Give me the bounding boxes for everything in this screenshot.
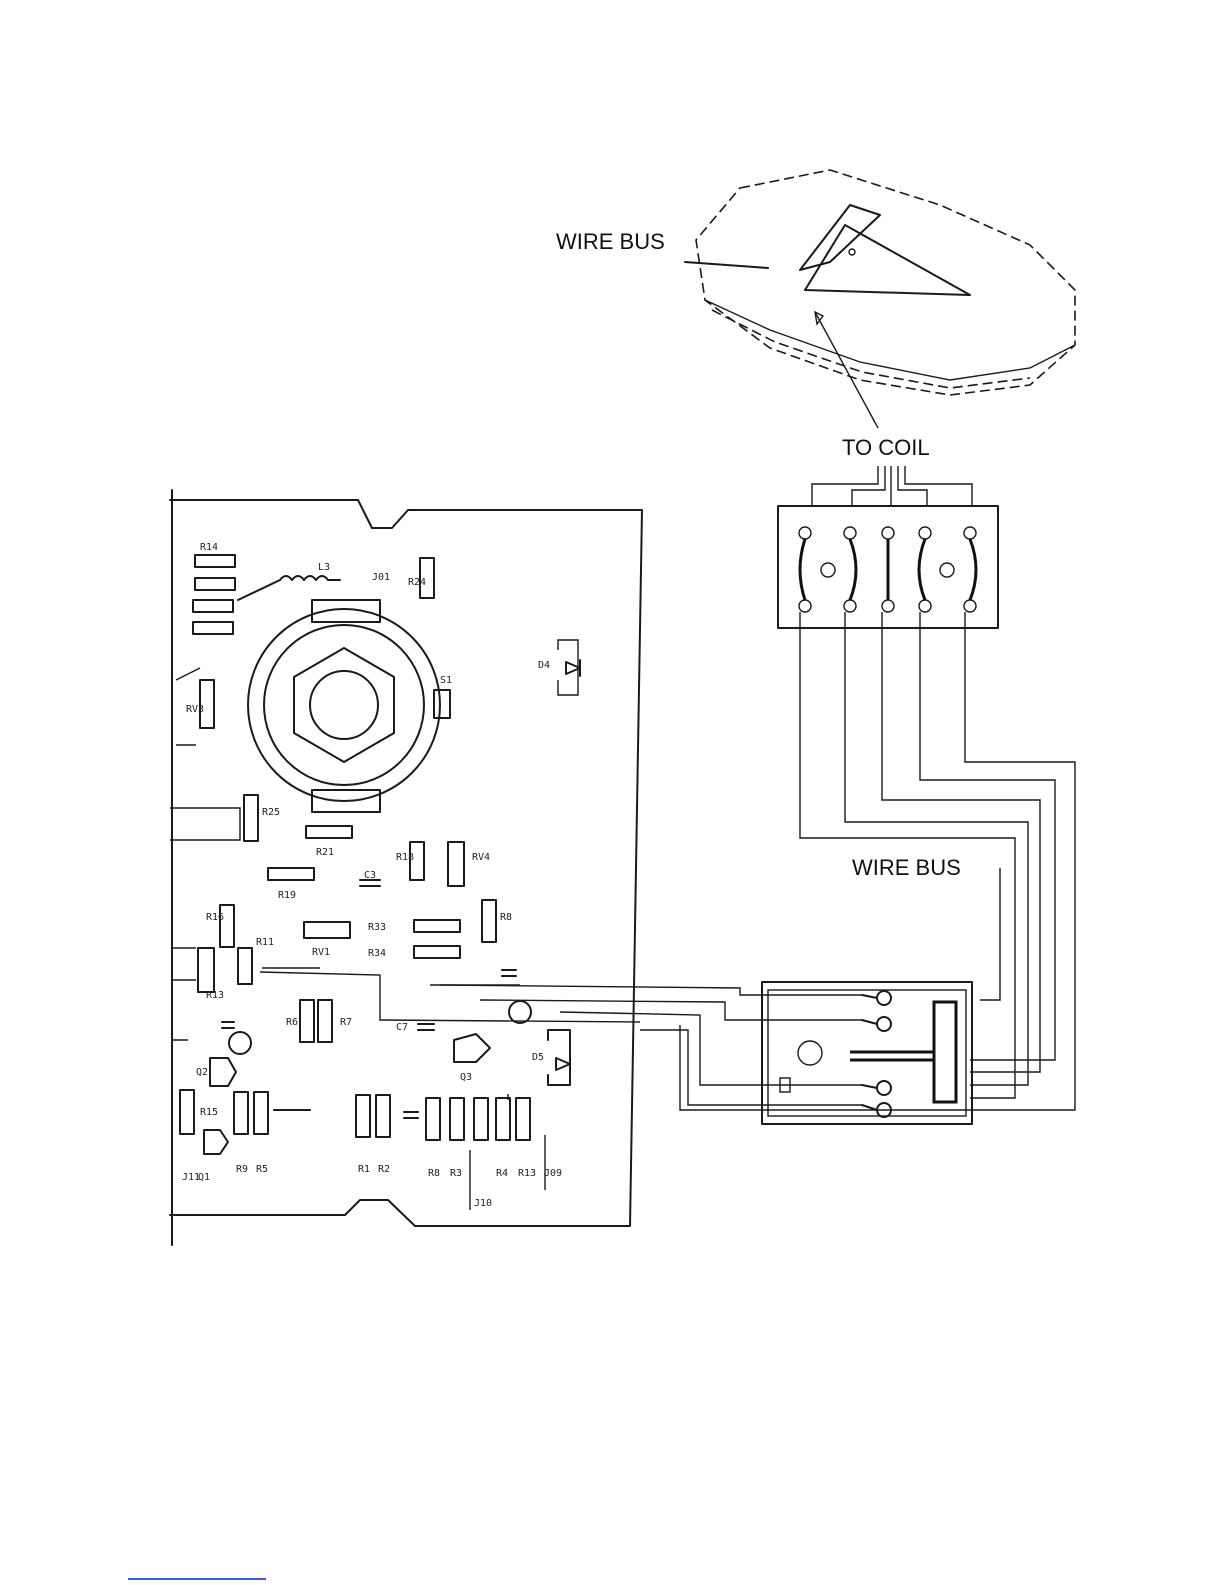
svg-text:J01: J01: [372, 572, 390, 583]
svg-text:R1: R1: [358, 1164, 370, 1175]
lower-connector-block: [762, 982, 972, 1124]
svg-text:R34: R34: [368, 948, 386, 959]
svg-text:J09: J09: [544, 1168, 562, 1179]
svg-text:D5: D5: [532, 1052, 544, 1063]
svg-text:R16: R16: [206, 912, 224, 923]
svg-text:R21: R21: [316, 847, 334, 858]
svg-text:D4: D4: [538, 660, 550, 671]
coil-connector-block: [778, 506, 998, 628]
svg-text:R13: R13: [518, 1168, 536, 1179]
svg-text:R33: R33: [368, 922, 386, 933]
svg-text:R15: R15: [200, 1107, 218, 1118]
svg-text:R3: R3: [450, 1168, 462, 1179]
search-coil: [685, 170, 1075, 428]
svg-text:RV1: RV1: [312, 947, 330, 958]
svg-text:R8: R8: [428, 1168, 440, 1179]
svg-text:C7: C7: [396, 1022, 408, 1033]
svg-text:R4: R4: [496, 1168, 508, 1179]
svg-text:R14: R14: [200, 542, 218, 553]
svg-text:S1: S1: [440, 675, 452, 686]
svg-text:R6: R6: [286, 1017, 298, 1028]
svg-text:R9: R9: [236, 1164, 248, 1175]
svg-text:R13: R13: [206, 990, 224, 1001]
potentiometer-housing: S1: [248, 600, 452, 812]
svg-text:L3: L3: [318, 562, 330, 573]
svg-text:R2: R2: [378, 1164, 390, 1175]
svg-text:C3: C3: [364, 870, 376, 881]
svg-text:R7: R7: [340, 1017, 352, 1028]
to-coil-label: TO COIL: [842, 435, 930, 460]
wire-bus-label-top: WIRE BUS: [556, 229, 665, 254]
svg-text:Q3: Q3: [460, 1072, 472, 1083]
svg-text:R24: R24: [408, 577, 426, 588]
svg-text:RV4: RV4: [472, 852, 490, 863]
svg-text:J11: J11: [182, 1172, 200, 1183]
leds: D4 D5: [532, 640, 580, 1085]
svg-text:R11: R11: [256, 937, 274, 948]
svg-text:RV3: RV3: [186, 704, 204, 715]
wire-bus-label-mid: WIRE BUS: [852, 855, 961, 880]
svg-text:R5: R5: [256, 1164, 268, 1175]
svg-text:J10: J10: [474, 1198, 492, 1209]
resistors-horizontal: R14 R21 R19 RV1 R33 R34: [193, 542, 460, 959]
svg-text:R19: R19: [278, 890, 296, 901]
coil-leads: [812, 466, 972, 506]
resistors-vertical: R24 RV3 R25 R18 RV4 R8 R16 R13 R11 R6 R7…: [180, 558, 530, 1140]
page-rule: [128, 1578, 266, 1580]
svg-text:R25: R25: [262, 807, 280, 818]
bottom-ref-labels: J11 R9 R5 R1 R2 R8 R3 R4 R13 J10 J09: [182, 1135, 562, 1210]
svg-text:R8: R8: [500, 912, 512, 923]
main-pcb: S1 R24 RV3 R25 R18 RV4 R8 R16 R13 R11 R6…: [170, 490, 642, 1245]
svg-text:R18: R18: [396, 852, 414, 863]
svg-text:Q2: Q2: [196, 1067, 208, 1078]
